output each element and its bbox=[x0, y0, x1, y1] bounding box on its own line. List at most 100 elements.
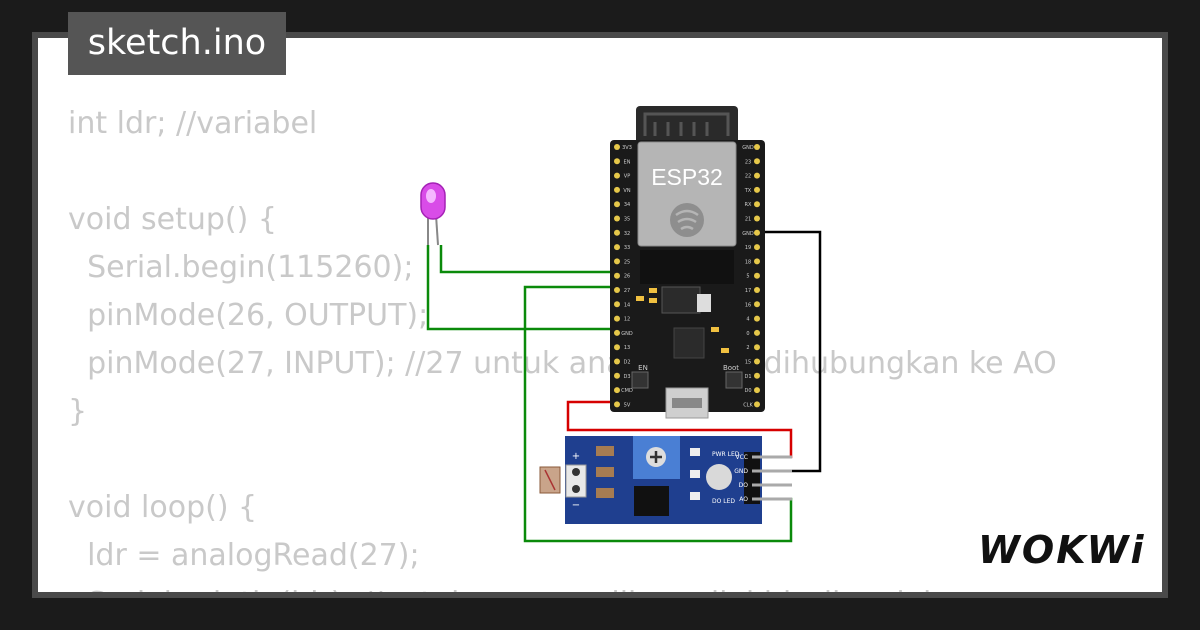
pin[interactable] bbox=[614, 329, 620, 336]
pin-label: 22 bbox=[745, 174, 751, 180]
do-led-label: DO LED bbox=[712, 498, 735, 505]
pin-label: GND bbox=[742, 145, 754, 151]
pin[interactable] bbox=[754, 201, 760, 208]
wire-led-anode bbox=[439, 245, 614, 274]
module-pin-label: GND bbox=[734, 468, 748, 475]
pin[interactable] bbox=[754, 229, 760, 236]
pin[interactable] bbox=[754, 215, 760, 222]
pin[interactable] bbox=[614, 201, 620, 208]
pin[interactable] bbox=[754, 244, 760, 251]
pwr-led-label: PWR LED bbox=[712, 451, 740, 458]
pin-label: 5 bbox=[746, 274, 749, 280]
pin[interactable] bbox=[614, 401, 620, 408]
pin[interactable] bbox=[754, 315, 760, 322]
pin-label: 3V3 bbox=[622, 145, 632, 151]
module-pin-header: VCC GND DO AO bbox=[734, 454, 792, 503]
pin-label: CLK bbox=[743, 402, 753, 408]
pin-label: 0 bbox=[746, 331, 749, 337]
pin[interactable] bbox=[754, 158, 760, 165]
pin[interactable] bbox=[754, 301, 760, 308]
pin-label: VN bbox=[623, 188, 630, 194]
pin-label: GND bbox=[742, 231, 754, 237]
pin-label: 19 bbox=[745, 245, 751, 251]
pin[interactable] bbox=[754, 329, 760, 336]
pin[interactable] bbox=[754, 344, 760, 351]
pin-label: 5V bbox=[624, 402, 631, 408]
pin-label: D2 bbox=[623, 360, 630, 366]
pin-label: 27 bbox=[624, 288, 630, 294]
pin-label: CMD bbox=[621, 388, 633, 394]
pin-label: EN bbox=[624, 159, 631, 165]
pin[interactable] bbox=[754, 372, 760, 379]
file-tab[interactable]: sketch.ino bbox=[68, 12, 286, 75]
pin[interactable] bbox=[614, 272, 620, 279]
module-pin-label: VCC bbox=[736, 454, 748, 461]
pin-label: 26 bbox=[624, 274, 630, 280]
pin-label: 35 bbox=[624, 217, 630, 223]
pin[interactable] bbox=[754, 387, 760, 394]
pin[interactable] bbox=[614, 158, 620, 165]
pin[interactable] bbox=[754, 272, 760, 279]
pin-label: 18 bbox=[745, 259, 751, 265]
pin[interactable] bbox=[754, 287, 760, 293]
pin[interactable] bbox=[754, 401, 760, 408]
wire-gnd bbox=[757, 230, 822, 473]
chip-label: ESP32 bbox=[651, 164, 723, 190]
pin[interactable] bbox=[754, 358, 760, 365]
en-button-label: EN bbox=[638, 364, 648, 372]
led[interactable] bbox=[420, 182, 446, 246]
code-line: int ldr; //variabel bbox=[68, 106, 318, 141]
pin-label: TX bbox=[744, 188, 752, 194]
pin-label: 4 bbox=[746, 317, 749, 323]
pin-label: GND bbox=[621, 331, 633, 337]
pin-label: RX bbox=[745, 202, 752, 208]
pin-label: D3 bbox=[623, 374, 630, 380]
pin[interactable] bbox=[614, 315, 620, 322]
pin[interactable] bbox=[614, 215, 620, 222]
pin[interactable] bbox=[614, 301, 620, 308]
pin-label: 12 bbox=[624, 317, 630, 323]
pin-label: D1 bbox=[744, 374, 751, 380]
pin[interactable] bbox=[614, 372, 620, 379]
pin-label: 16 bbox=[745, 302, 751, 308]
code-line: } bbox=[68, 394, 88, 429]
wokwi-logo: WOKWi bbox=[978, 528, 1146, 572]
module-pin-label: AO bbox=[739, 496, 748, 503]
pin-label: 23 bbox=[745, 159, 751, 165]
esp32-board[interactable]: ESP32 EN Boot 3V3ENVPVN34353233252627141… bbox=[610, 106, 765, 419]
code-line: pinMode(26, OUTPUT); bbox=[68, 298, 429, 333]
module-pin-label: DO bbox=[739, 482, 749, 489]
pin[interactable] bbox=[614, 287, 620, 293]
pin[interactable] bbox=[754, 144, 760, 150]
pin[interactable] bbox=[754, 172, 760, 179]
pin-label: 13 bbox=[624, 345, 630, 351]
pin[interactable] bbox=[614, 229, 620, 236]
boot-button-label: Boot bbox=[723, 364, 739, 372]
pin[interactable] bbox=[614, 144, 620, 150]
code-line: Serial.begin(115260); bbox=[68, 250, 414, 285]
pin-label: 25 bbox=[624, 259, 630, 265]
code-line: void loop() { bbox=[68, 490, 258, 525]
code-line: ldr = analogRead(27); bbox=[68, 538, 420, 573]
pin[interactable] bbox=[614, 358, 620, 365]
pin[interactable] bbox=[614, 344, 620, 351]
pin-label: 15 bbox=[745, 360, 751, 366]
pin[interactable] bbox=[614, 244, 620, 251]
pin[interactable] bbox=[614, 172, 620, 179]
pin[interactable] bbox=[754, 186, 760, 193]
pin-label: D0 bbox=[744, 388, 751, 394]
wire-led-cathode bbox=[426, 245, 614, 331]
pin[interactable] bbox=[614, 258, 620, 265]
pin[interactable] bbox=[754, 258, 760, 265]
pin-label: 34 bbox=[624, 202, 630, 208]
pin[interactable] bbox=[614, 387, 620, 394]
pin-label: 14 bbox=[624, 302, 630, 308]
pin-label: 32 bbox=[624, 231, 630, 237]
pin-label: 17 bbox=[745, 288, 751, 294]
pin[interactable] bbox=[614, 186, 620, 193]
